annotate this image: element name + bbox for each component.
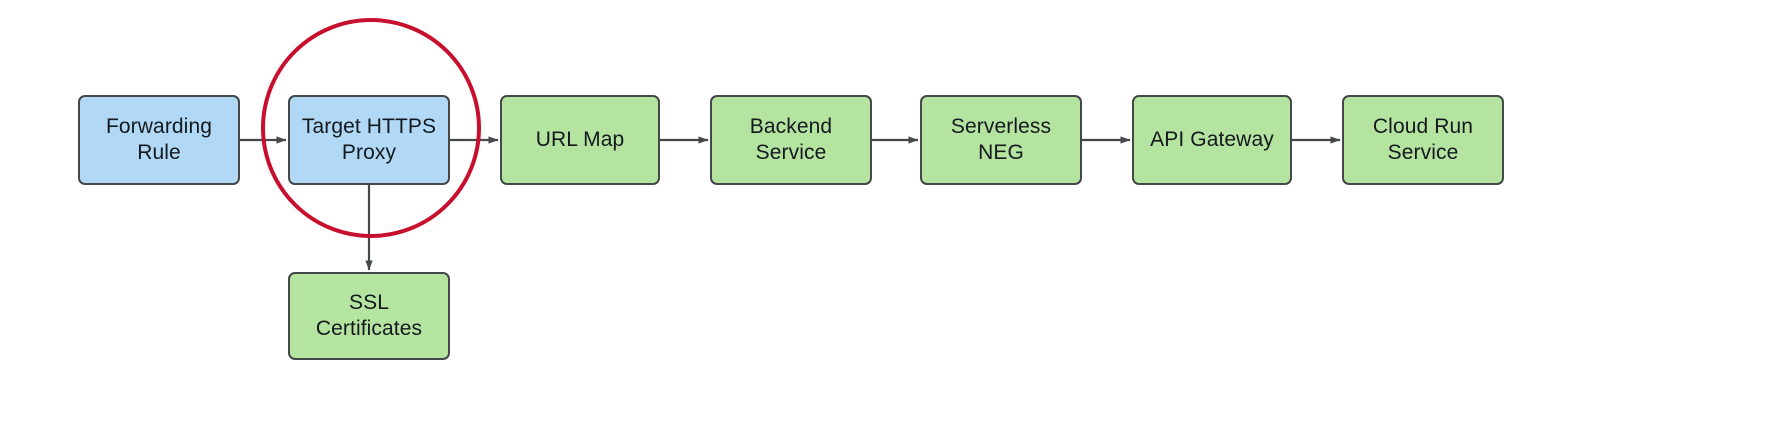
node-label: Serverless NEG [950, 114, 1052, 164]
node-ssl-certificates[interactable]: SSL Certificates [288, 272, 450, 360]
node-target-https-proxy[interactable]: Target HTTPS Proxy [288, 95, 450, 185]
node-label: SSL Certificates [315, 290, 423, 340]
node-url-map[interactable]: URL Map [500, 95, 660, 185]
node-label: Target HTTPS Proxy [301, 114, 437, 164]
node-api-gateway[interactable]: API Gateway [1132, 95, 1292, 185]
node-cloud-run-service[interactable]: Cloud Run Service [1342, 95, 1504, 185]
node-label: API Gateway [1150, 127, 1274, 151]
node-label: URL Map [535, 127, 625, 151]
node-label: Backend Service [749, 114, 833, 164]
node-label: Cloud Run Service [1372, 114, 1474, 164]
node-backend-service[interactable]: Backend Service [710, 95, 872, 185]
node-serverless-neg[interactable]: Serverless NEG [920, 95, 1082, 185]
node-label: Forwarding Rule [105, 114, 213, 164]
node-forwarding-rule[interactable]: Forwarding Rule [78, 95, 240, 185]
